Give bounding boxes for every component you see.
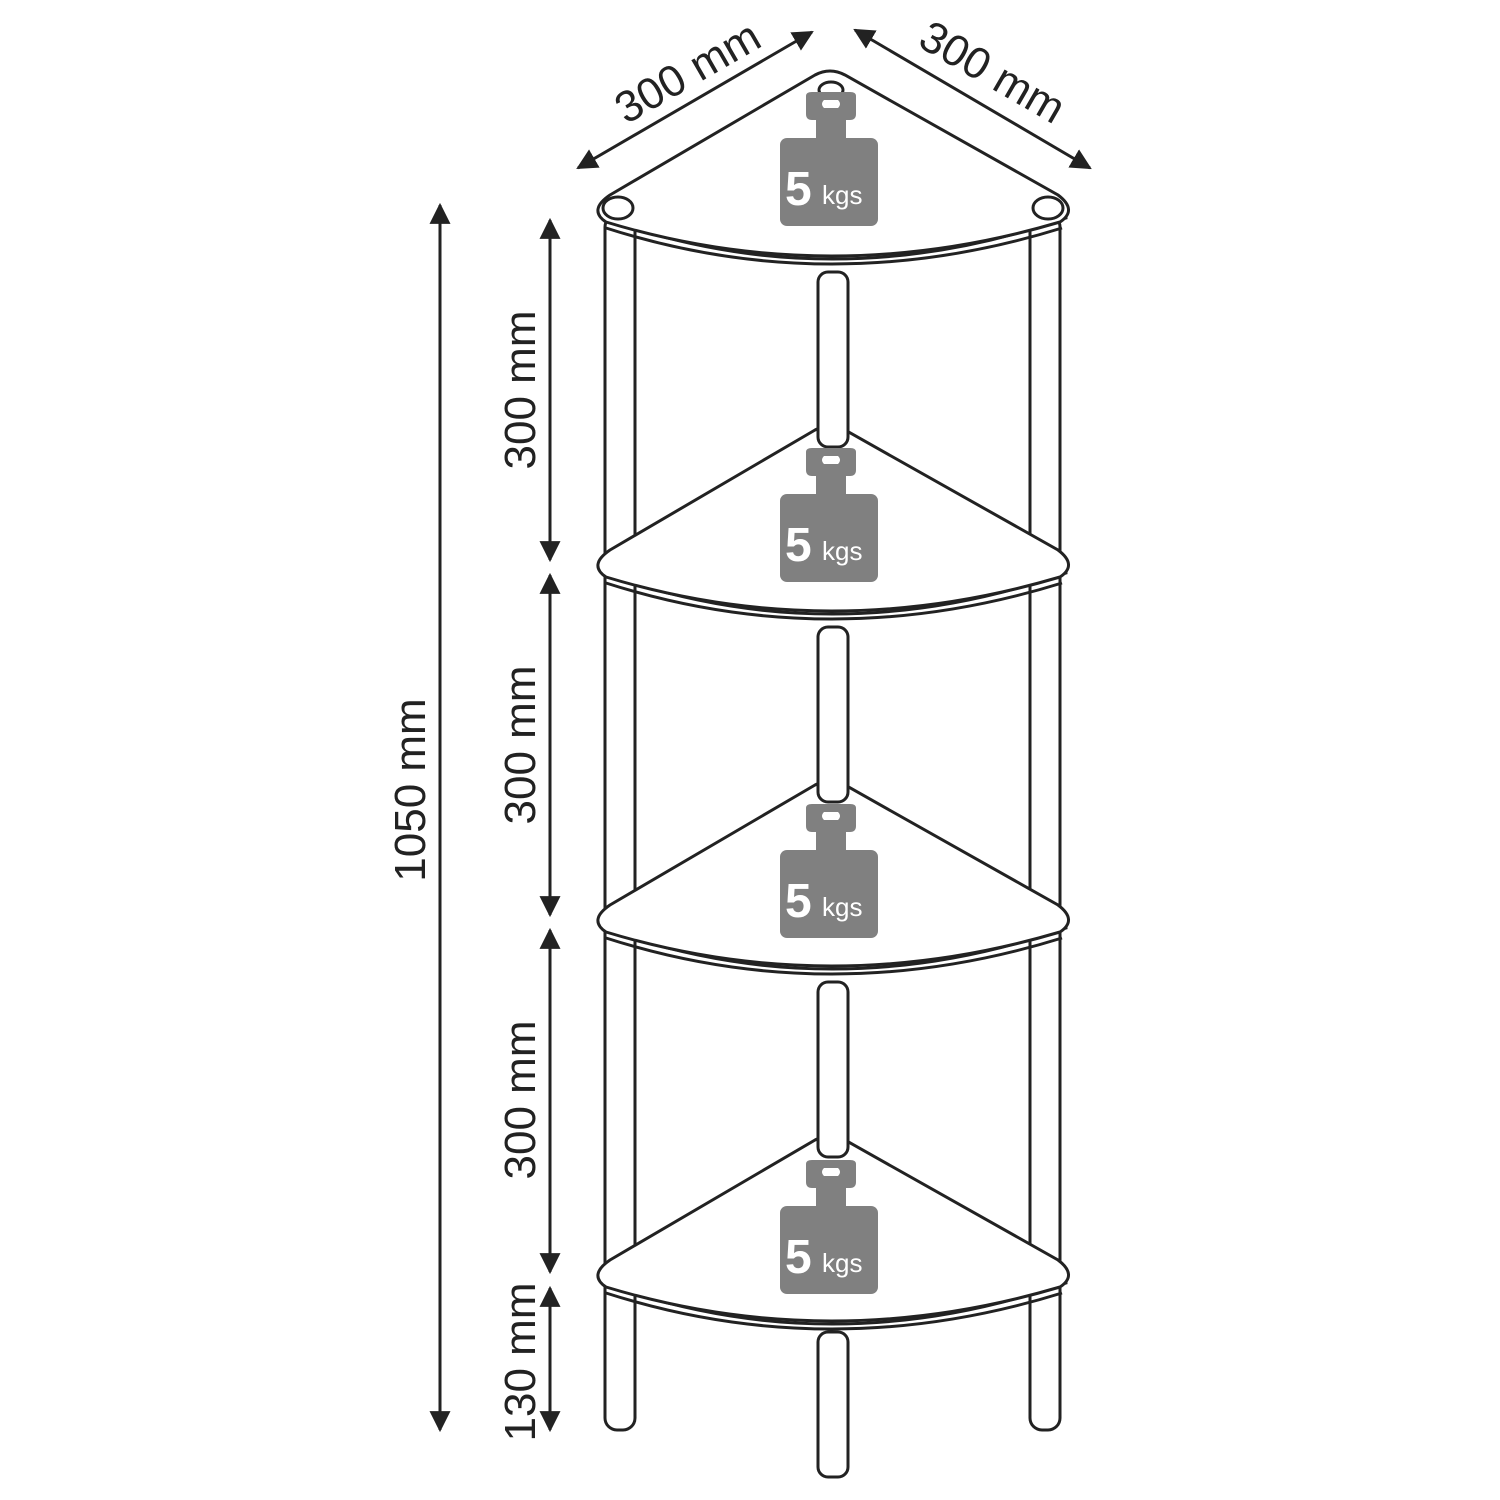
weight-unit: kgs bbox=[822, 1248, 862, 1278]
weight-unit: kgs bbox=[822, 892, 862, 922]
weight-body bbox=[780, 494, 878, 582]
weight-icon: 5 kgs bbox=[780, 1160, 878, 1294]
weight-value: 5 bbox=[785, 519, 812, 572]
weight-badges: 5 kgs 5 kgs 5 kgs 5 kgs bbox=[780, 92, 878, 1294]
top-right-arrow bbox=[853, 28, 1092, 170]
dimension-arrows bbox=[429, 28, 1092, 1433]
weight-value: 5 bbox=[785, 875, 812, 928]
back-leg bbox=[816, 270, 850, 449]
weight-handle bbox=[806, 448, 856, 496]
weight-value: 5 bbox=[785, 163, 812, 216]
leg-hole bbox=[601, 195, 635, 221]
top-left-arrow bbox=[576, 30, 814, 170]
gap1-label: 300 mm bbox=[496, 311, 545, 470]
weight-body bbox=[780, 138, 878, 226]
weight-handle bbox=[806, 92, 856, 140]
shelf-underside bbox=[605, 1291, 1063, 1331]
weight-icon: 5 kgs bbox=[780, 92, 878, 226]
top-right-depth-label: 300 mm bbox=[911, 11, 1073, 133]
weight-body bbox=[780, 1206, 878, 1294]
weight-value: 5 bbox=[785, 1231, 812, 1284]
leg-hole bbox=[1031, 195, 1065, 221]
gap3-label: 300 mm bbox=[496, 1021, 545, 1180]
weight-handle bbox=[806, 804, 856, 852]
weight-handle bbox=[806, 1160, 856, 1208]
weight-unit: kgs bbox=[822, 536, 862, 566]
total-height-label: 1050 mm bbox=[386, 698, 435, 881]
back-leg bbox=[816, 980, 850, 1159]
shelf-underside bbox=[605, 581, 1063, 621]
weight-unit: kgs bbox=[822, 180, 862, 210]
weight-icon: 5 kgs bbox=[780, 804, 878, 938]
shelf-underside bbox=[605, 226, 1063, 266]
back-leg-bottom bbox=[816, 1330, 850, 1479]
leg-height-label: 130 mm bbox=[496, 1283, 545, 1442]
weight-icon: 5 kgs bbox=[780, 448, 878, 582]
gap2-label: 300 mm bbox=[496, 666, 545, 825]
weight-body bbox=[780, 850, 878, 938]
shelf-underside bbox=[605, 936, 1063, 976]
back-leg bbox=[816, 625, 850, 804]
